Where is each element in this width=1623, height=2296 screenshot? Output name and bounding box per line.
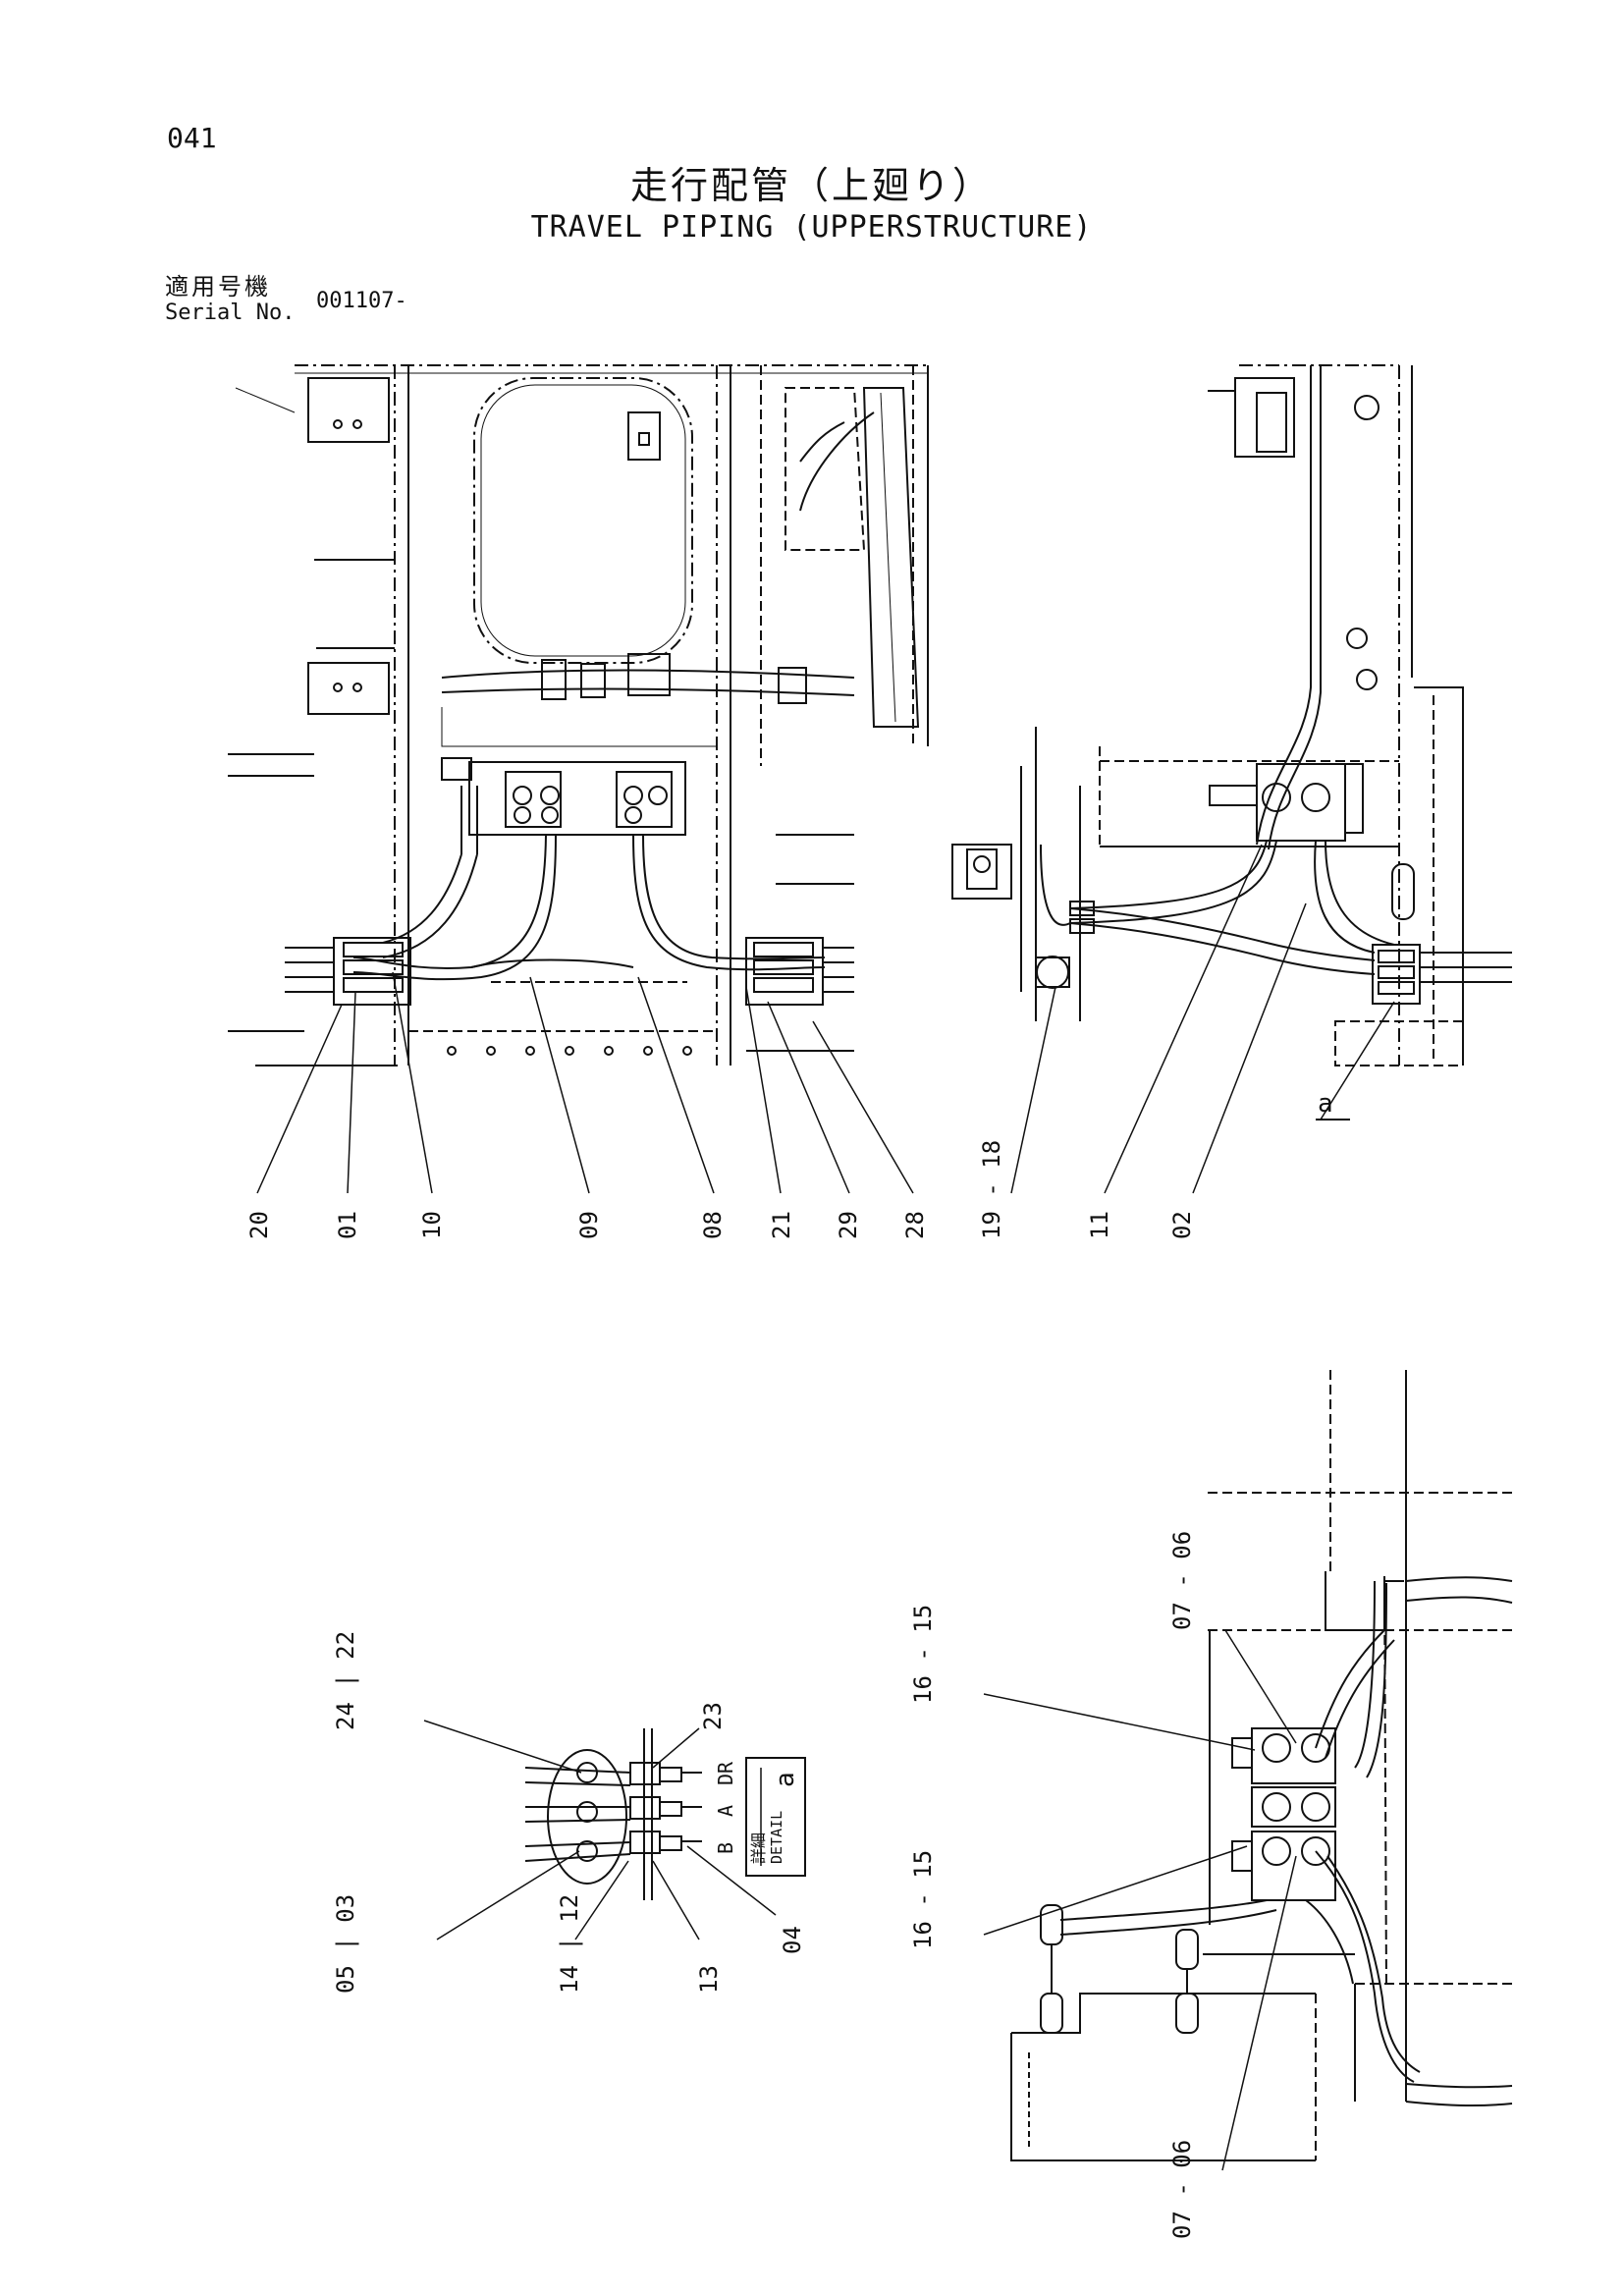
serial-label-japanese: 適用号機 (165, 273, 271, 301)
serial-number-value: 001107- (316, 289, 407, 313)
callout-16-15-top: 16 - 15 (909, 1605, 937, 1704)
callout-08: 08 (699, 1211, 727, 1239)
port-label-b: B (714, 1842, 737, 1854)
callout-09: 09 (575, 1211, 603, 1239)
callout-01: 01 (334, 1211, 361, 1239)
top-left-view (228, 364, 929, 1194)
callout-05-03: 05 | 03 (332, 1894, 359, 1994)
callout-02: 02 (1168, 1211, 1196, 1239)
callout-13: 13 (695, 1965, 723, 1994)
port-label-dr: DR (714, 1761, 737, 1785)
callout-07-06-bottom: 07 - 06 (1168, 2140, 1196, 2239)
callout-19-18: 19 - 18 (978, 1140, 1005, 1239)
callout-20: 20 (245, 1211, 273, 1239)
title-english: TRAVEL PIPING (UPPERSTRUCTURE) (530, 210, 1093, 245)
callout-14-12: 14 | 12 (556, 1894, 583, 1994)
detail-box-letter: a (771, 1772, 800, 1787)
callout-11: 11 (1086, 1211, 1113, 1239)
top-right-view (951, 364, 1512, 1194)
view-marker-a: a (1318, 1089, 1333, 1119)
page-number: 041 (167, 122, 217, 154)
callout-16-15-bottom: 16 - 15 (909, 1850, 937, 1949)
callout-29: 29 (835, 1211, 862, 1239)
detail-box-label-en: DETAIL (768, 1811, 785, 1864)
callout-10: 10 (418, 1211, 446, 1239)
bottom-right-view (983, 1370, 1513, 2171)
callout-28: 28 (901, 1211, 929, 1239)
callout-23: 23 (699, 1702, 727, 1730)
port-label-a: A (714, 1805, 737, 1817)
callout-07-06-top: 07 - 06 (1168, 1531, 1196, 1630)
detail-box-label-jp: 詳細 (749, 1832, 768, 1864)
callout-24-22: 24 | 22 (332, 1631, 359, 1730)
detail-a-view (423, 1720, 806, 1941)
serial-label-english: Serial No. (165, 301, 296, 325)
title-japanese: 走行配管（上廻り） (629, 164, 993, 207)
callout-04: 04 (779, 1926, 806, 1954)
callout-21: 21 (768, 1211, 795, 1239)
